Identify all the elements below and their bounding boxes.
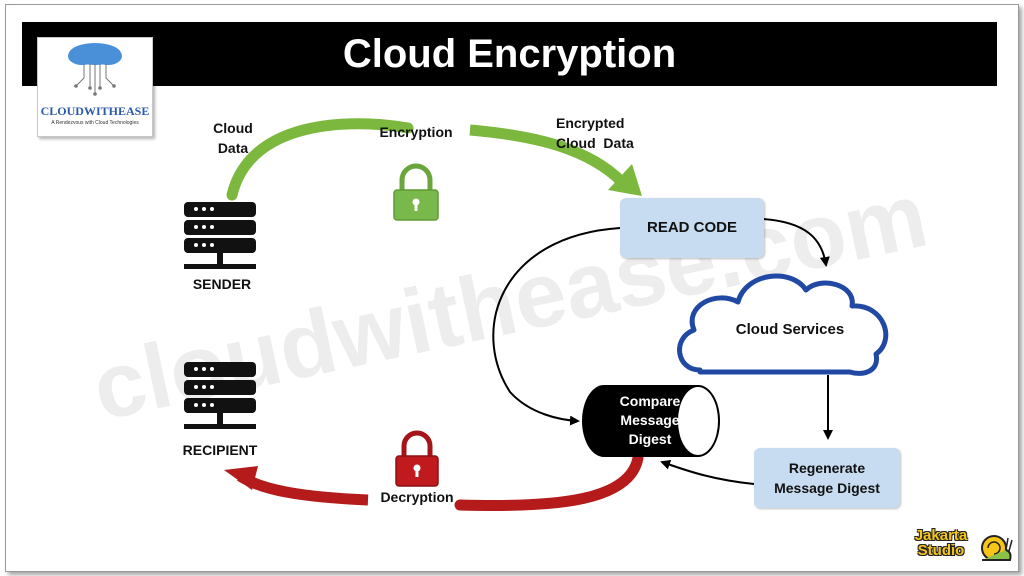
decryption-label: Decryption (380, 489, 454, 505)
cloud-logo-icon (68, 43, 122, 96)
regenerate-digest-box: Regenerate Message Digest (754, 448, 900, 508)
logo-tagline: A Rendezvous with Cloud Technologies (51, 120, 139, 126)
recipient-label: RECIPIENT (182, 442, 258, 458)
read-code-box: READ CODE (620, 198, 764, 258)
title-banner: Cloud Encryption (22, 22, 997, 86)
logo-brand-name: CLOUDWITHEASE (40, 104, 150, 118)
snail-mascot-icon (981, 535, 1013, 561)
sender-label: SENDER (192, 276, 252, 292)
cloud-services-shape (677, 273, 889, 376)
decryption-arrow (224, 452, 644, 512)
encryption-label: Encryption (379, 124, 453, 140)
compare-digest-label: Compare Message Digest (619, 393, 681, 447)
brand-logo: CLOUDWITHEASE A Rendezvous with Cloud Te… (37, 37, 153, 137)
green-lock-icon (393, 163, 439, 221)
page-title: Cloud Encryption (342, 32, 677, 76)
read-code-label: READ CODE (646, 219, 737, 236)
regenerate-digest-label: Regenerate Message Digest (774, 460, 880, 496)
cloud-services-label: Cloud Services (735, 321, 845, 338)
cloud-data-label: Cloud Data (213, 120, 253, 156)
encrypted-cloud-data-label: Encrypted Cloud Data (556, 115, 634, 151)
sender-server-icon (184, 202, 256, 269)
red-lock-icon (395, 430, 439, 487)
encryption-arrow (226, 118, 642, 201)
compare-digest-cylinder (582, 385, 720, 457)
recipient-server-icon (184, 362, 256, 429)
footer-brand-text: Jakarta Studio (914, 527, 968, 559)
flow-connectors (492, 218, 833, 485)
